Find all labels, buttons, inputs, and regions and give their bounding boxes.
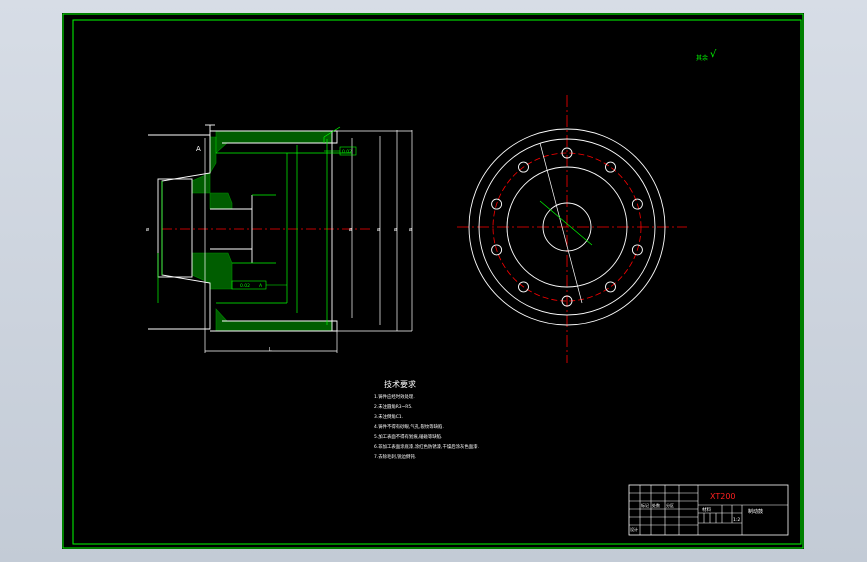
material-label: 材料 (702, 506, 711, 513)
bolt-hole (605, 161, 616, 173)
bolt-hole (631, 244, 643, 256)
note-line: 2.未注圆角R3~R5. (374, 403, 413, 410)
svg-text:√: √ (710, 49, 717, 60)
bolt-hole (605, 281, 616, 293)
bolt-hole-leader (539, 142, 583, 304)
note-line: 5.加工表面不得有划痕,磕碰等缺陷. (374, 433, 442, 440)
bolt-hole (491, 244, 503, 256)
svg-text:ø: ø (349, 227, 352, 233)
front-view (457, 95, 687, 363)
drum-inner-circle (478, 138, 656, 316)
svg-text:ø: ø (394, 227, 397, 233)
tolerance-frame-2: 0.02 A (231, 280, 287, 290)
pcd-dimension-leader (539, 200, 593, 246)
note-line: 3.未注倒角C1. (374, 413, 403, 420)
bolt-hole (631, 198, 643, 210)
bolt-holes (491, 147, 643, 307)
drum-top-hatch (215, 130, 333, 154)
title-block: XT200 制动鼓 材料 1:2 标记 处数 分区 设计 (628, 484, 789, 536)
technical-notes: 技术要求 1.铸件应经时效处理. 2.未注圆角R3~R5. 3.未注倒角C1. … (374, 379, 479, 460)
note-line: 6.非加工表面涂底漆,涂红色防锈漆,干燥后涂灰色面漆. (374, 443, 479, 450)
drum-top-outline (210, 130, 338, 144)
drawing-sheet[interactable]: 其余 √ (62, 13, 804, 549)
note-line: 7.去除毛刺,锐边倒钝. (374, 453, 416, 460)
section-view: ø ø ø ø ø L A 0.02 0.02 A (146, 124, 413, 353)
inner-frame (72, 19, 802, 545)
svg-text:L: L (269, 347, 272, 353)
outer-frame (62, 13, 804, 549)
svg-text:0.02: 0.02 (240, 283, 250, 289)
notes-title: 技术要求 (384, 379, 416, 389)
svg-text:其余: 其余 (696, 54, 708, 62)
svg-text:0.02: 0.02 (342, 149, 352, 155)
header-cell: 标记 (641, 502, 649, 508)
bolt-hole (518, 281, 529, 293)
header-cell: 分区 (666, 502, 674, 508)
hub-bore-circle (542, 202, 592, 252)
part-name: 制动鼓 (748, 508, 763, 515)
header-cell: 处数 (652, 502, 660, 508)
svg-text:ø: ø (409, 227, 412, 233)
bolt-hole (561, 147, 573, 159)
svg-text:ø: ø (146, 227, 149, 233)
section-letter: A (196, 145, 201, 153)
drum-bottom-outline (210, 320, 338, 332)
outer-flange-outline (148, 134, 211, 330)
flange-circle (506, 166, 628, 288)
note-line: 1.铸件应经时效处理. (374, 393, 415, 400)
part-code: XT200 (710, 492, 736, 501)
bolt-hole (491, 198, 503, 210)
hub-lower-hatch (191, 252, 233, 290)
bolt-pcd-circle (492, 152, 642, 302)
sign-label: 设计 (630, 526, 638, 532)
bolt-hole (518, 161, 529, 173)
drum-outer-circle (468, 128, 666, 326)
tolerance-frame-1: 0.02 (324, 146, 357, 156)
bolt-hole (561, 295, 573, 307)
note-line: 4.铸件不得有砂眼,气孔,裂纹等缺陷. (374, 423, 444, 430)
svg-text:A: A (259, 283, 263, 289)
hub-bore-outline (157, 178, 193, 278)
drum-bottom-hatch (215, 308, 333, 332)
roughness-note: 其余 √ (696, 49, 717, 62)
cad-drawing-canvas: 其余 √ (62, 13, 804, 549)
svg-text:ø: ø (377, 227, 380, 233)
scale-value: 1:2 (733, 517, 740, 523)
